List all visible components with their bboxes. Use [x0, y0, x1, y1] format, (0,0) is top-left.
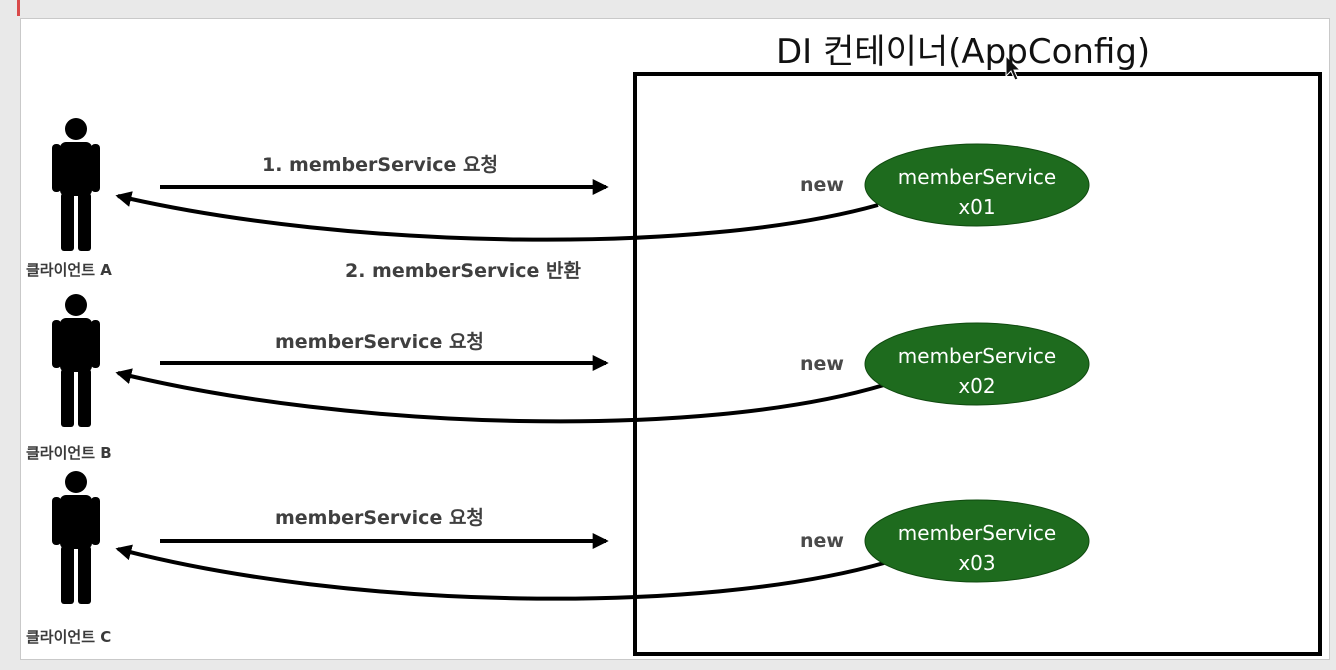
client-label-b: 클라이언트 B [26, 444, 112, 462]
client-label-c: 클라이언트 C [26, 628, 112, 646]
instance-x03: memberService x03 [877, 518, 1077, 578]
container-title: DI 컨테이너(AppConfig) [776, 32, 1151, 72]
person-icon [52, 471, 100, 604]
new-label: new [800, 174, 844, 196]
instance-id: x03 [958, 551, 996, 575]
return-label-a: 2. memberService 반환 [345, 260, 581, 282]
return-arrow [115, 368, 885, 424]
instance-ellipse [864, 499, 1090, 583]
new-label: new [800, 530, 844, 552]
instance-x02: memberService x02 [877, 341, 1077, 401]
new-label: new [800, 353, 844, 375]
instance-id: x01 [958, 195, 996, 219]
client-label-a: 클라이언트 A [26, 261, 112, 279]
instance-name: memberService [897, 521, 1057, 545]
instance-ellipse [864, 322, 1090, 406]
return-arrow [115, 544, 885, 601]
return-arrow [115, 191, 879, 242]
request-label-c: memberService 요청 [275, 507, 484, 529]
request-label-b: memberService 요청 [275, 331, 484, 353]
window-edge-marker [17, 0, 20, 16]
instance-x01: memberService x01 [877, 162, 1077, 222]
instance-ellipse [864, 143, 1090, 227]
instance-id: x02 [958, 374, 996, 398]
instance-name: memberService [897, 165, 1057, 189]
mouse-cursor-icon [1005, 54, 1022, 81]
request-label-a: 1. memberService 요청 [262, 154, 498, 176]
instance-name: memberService [897, 344, 1057, 368]
person-icon [52, 294, 100, 427]
person-icon [52, 118, 100, 251]
